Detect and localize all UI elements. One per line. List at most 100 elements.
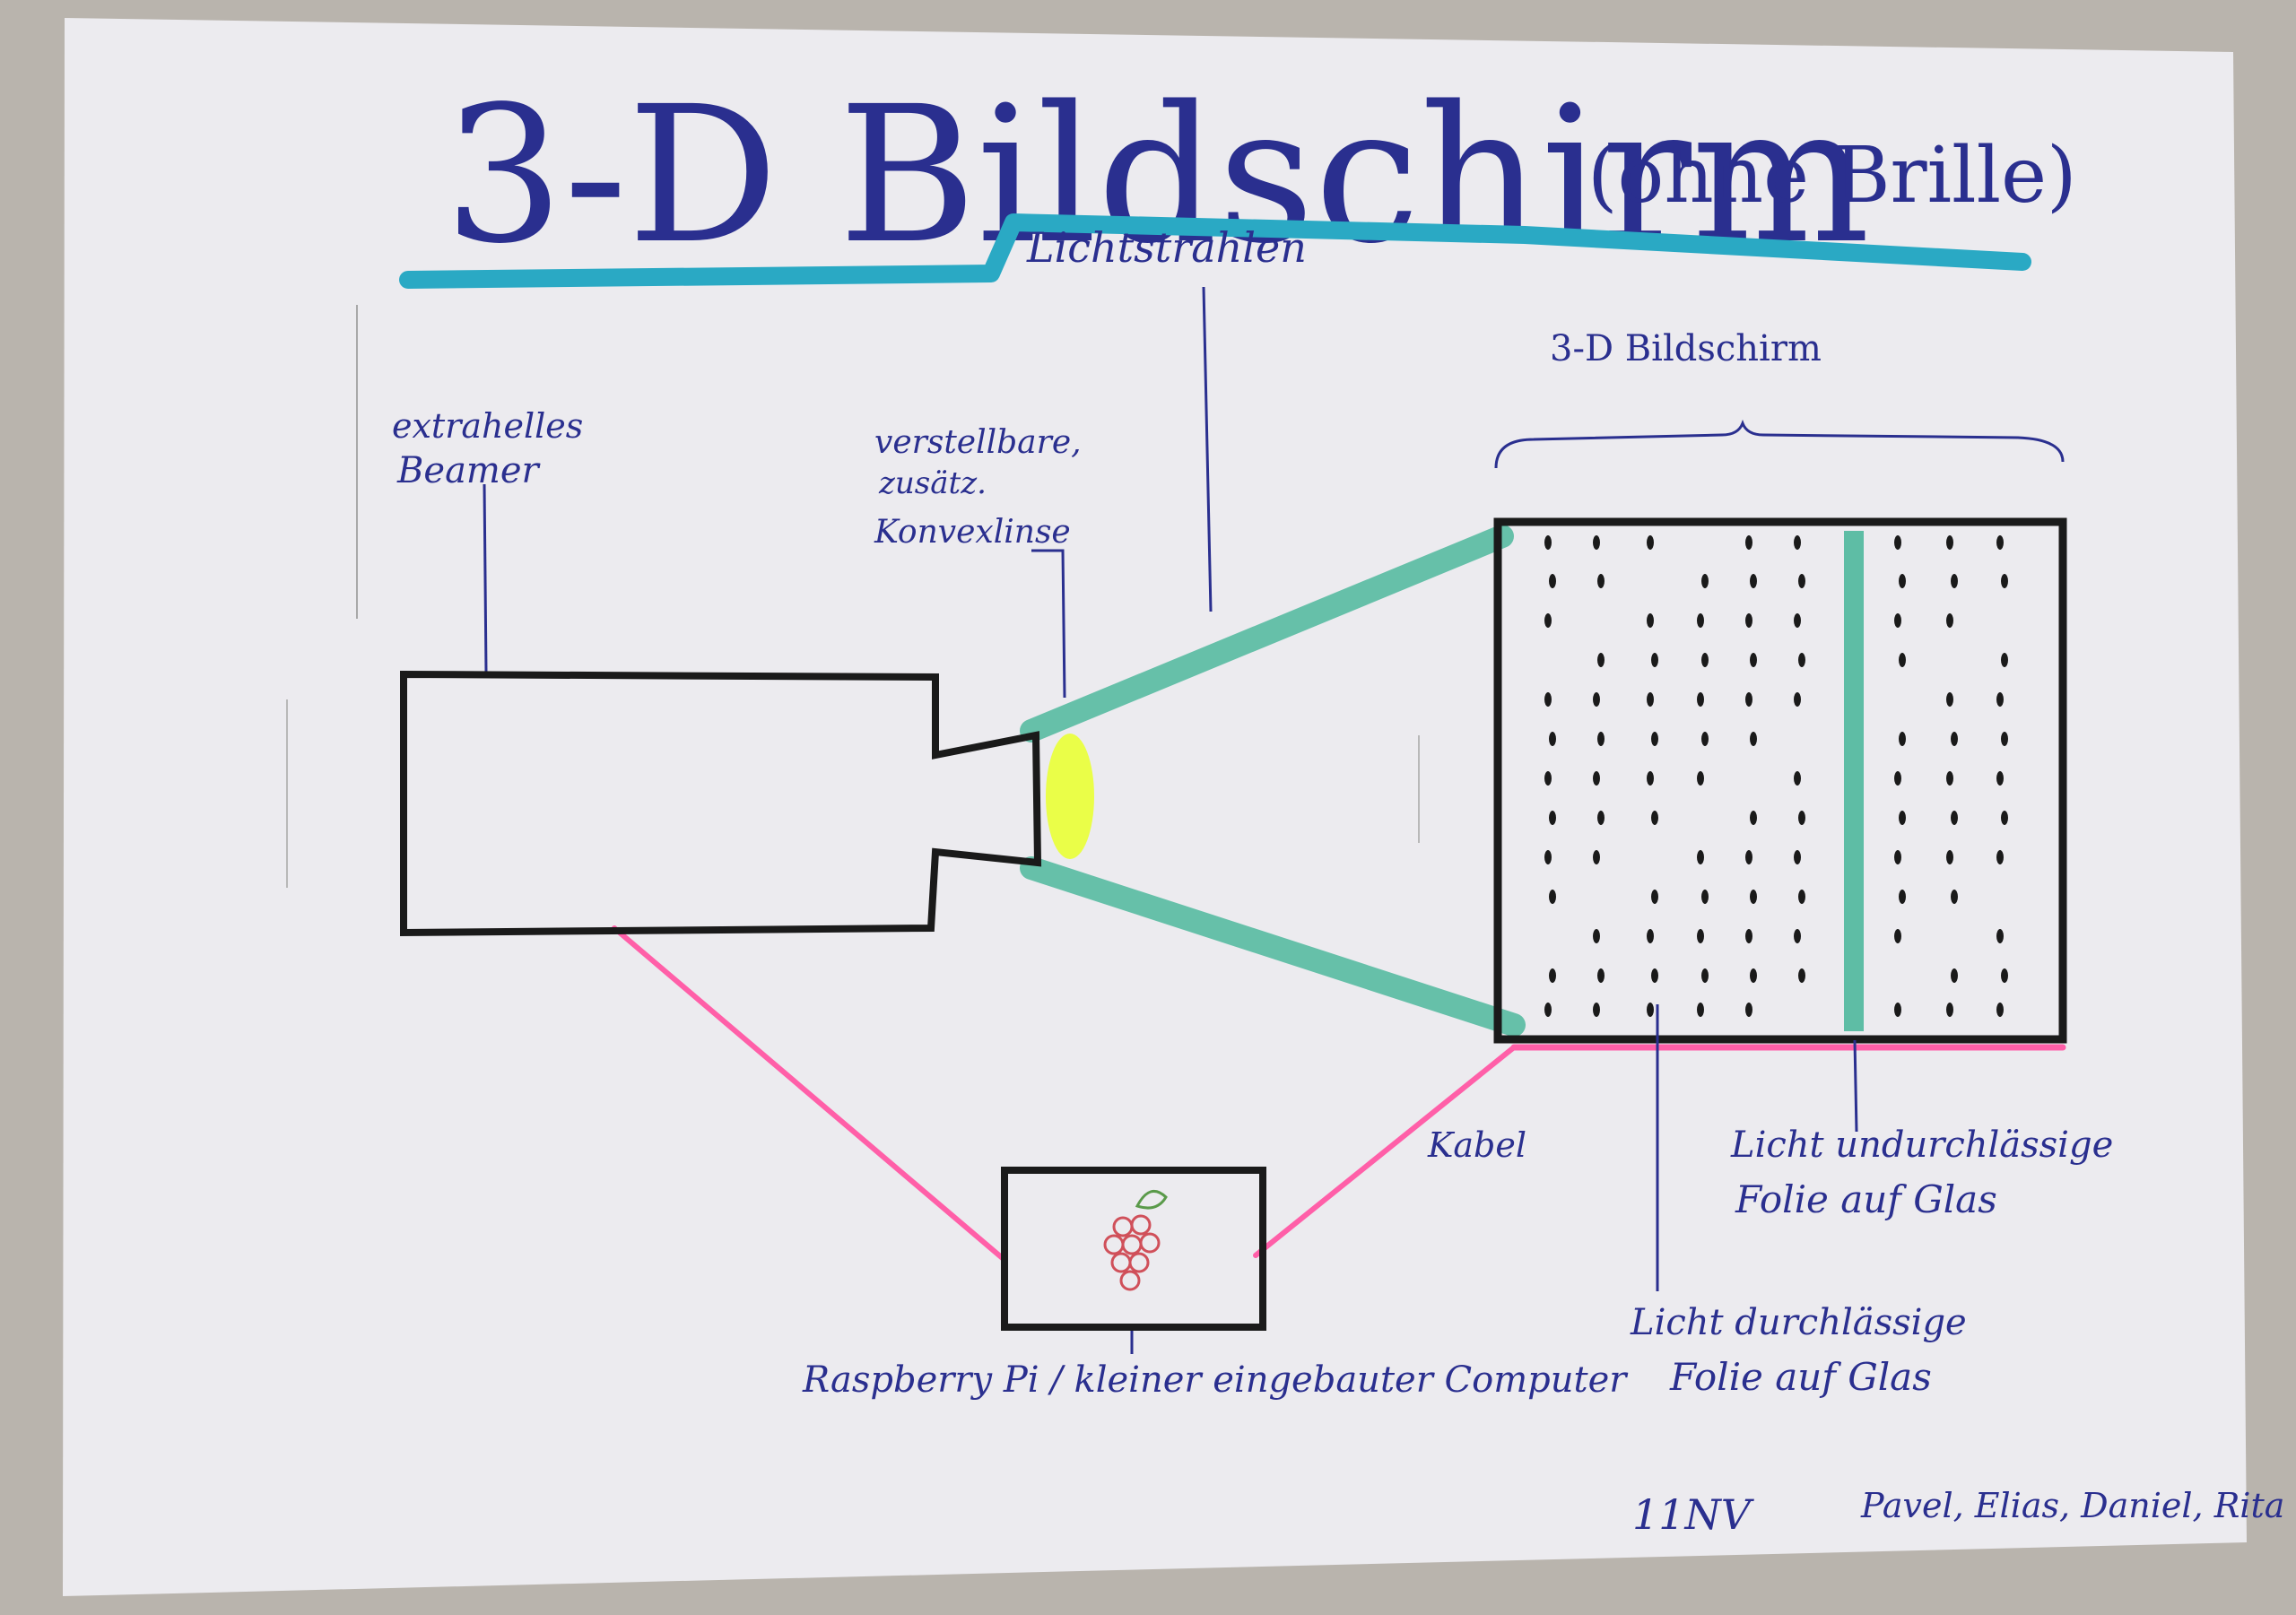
screen-dot [1894,535,1901,550]
screen-dot [1946,535,1953,550]
screen-dot [2001,653,2008,667]
title-underline [399,213,2031,289]
screen-dot [1597,574,1605,588]
screen-dot [1951,890,1958,904]
light-beam-lower [1020,856,1526,1037]
screen-dot [1798,811,1805,825]
leader-lens [1031,549,1066,699]
screen-dot [1701,574,1709,588]
screen-dot [1651,968,1658,983]
screen-dot [1794,535,1801,550]
screen-dot [1593,771,1600,786]
screen-dot [1651,811,1658,825]
screen-dot [1899,890,1906,904]
screen-dot [1750,732,1757,746]
screen-frame [1493,517,2067,1044]
title-sub: (ohne Brille) [1587,131,2077,221]
screen-dot [1946,692,1953,707]
screen-dot [1750,968,1757,983]
screen-dot [1544,850,1552,864]
cable-computer-to-screen [1253,1045,1517,1258]
screen-dot [1794,929,1801,943]
screen-dot [1697,929,1704,943]
screen-dot [1946,771,1953,786]
screen-dot [1745,613,1752,628]
screen-dot [1996,850,2004,864]
leader-opaque-film [1853,1039,1858,1133]
screen-dot [1750,653,1757,667]
screen-dot [1894,771,1901,786]
screen-dot [1593,929,1600,943]
screen-dot [1899,811,1906,825]
leader-light-rays [1202,286,1213,612]
screen-dot [1697,692,1704,707]
screen-dot [1750,890,1757,904]
screen-dot [1647,771,1654,786]
label-lens-line2: zusätz. [878,465,987,501]
screen-dot [1544,1003,1552,1017]
screen-dot [1794,850,1801,864]
screen-dot [1996,535,2004,550]
screen-dot [1549,811,1556,825]
screen-dot [1651,890,1658,904]
screen-brace [1494,419,2065,469]
label-beamer-line1: extrahelles [392,406,583,446]
screen-dot [1597,811,1605,825]
screen-dot [1996,771,2004,786]
screen-dot [1593,535,1600,550]
screen-dot [1899,653,1906,667]
screen-dot [1593,692,1600,707]
screen-dot [1697,613,1704,628]
screen-dot [1593,1003,1600,1017]
screen-dot [1549,732,1556,746]
screen-dot [1647,692,1654,707]
screen-dot [1745,850,1752,864]
screen-dot [1894,1003,1901,1017]
screen-dot [1701,732,1709,746]
screen-dot [1798,968,1805,983]
screen-dot [1894,929,1901,943]
screen-dot [1745,1003,1752,1017]
label-authors: Pavel, Elias, Daniel, Rita [1860,1486,2284,1525]
light-beam-upper [1020,525,1514,742]
screen-dot [1750,574,1757,588]
screen-dot [1544,771,1552,786]
screen-dot [1745,692,1752,707]
screen-dot [1544,535,1552,550]
screen-dot [1951,811,1958,825]
screen-dot [2001,968,2008,983]
label-screen-brace: 3-D Bildschirm [1550,328,1822,369]
screen-dot [1651,653,1658,667]
screen-dot [1701,653,1709,667]
screen-dot [2001,732,2008,746]
beamer-body [400,670,1042,937]
label-lens-line1: verstellbare, [874,424,1082,461]
screen-dot [1597,732,1605,746]
screen-dot [1745,535,1752,550]
label-computer: Raspberry Pi / kleiner eingebauter Compu… [802,1359,1629,1401]
screen-dot [1899,732,1906,746]
screen-dot [1996,929,2004,943]
screen-dot [1544,692,1552,707]
paper-sheet [63,18,2247,1596]
screen-dot [1647,929,1654,943]
screen-dot [1951,732,1958,746]
screen-dot [1946,850,1953,864]
cable-beamer-to-computer [612,925,1007,1263]
screen-dot [1647,1003,1654,1017]
screen-dot [1593,850,1600,864]
screen-dot [1647,613,1654,628]
label-transparent-line2: Folie auf Glas [1669,1355,1932,1399]
screen-dot [1549,890,1556,904]
screen-dot [1549,968,1556,983]
screen-dot [1701,968,1709,983]
screen-dot [1794,692,1801,707]
screen-dot [1798,890,1805,904]
screen-dot-pattern [1544,535,2008,1017]
screen-dot [1750,811,1757,825]
label-transparent-line1: Licht durchlässige [1630,1302,1967,1343]
raspberry-icon [1103,1189,1168,1291]
screen-dot [1894,613,1901,628]
